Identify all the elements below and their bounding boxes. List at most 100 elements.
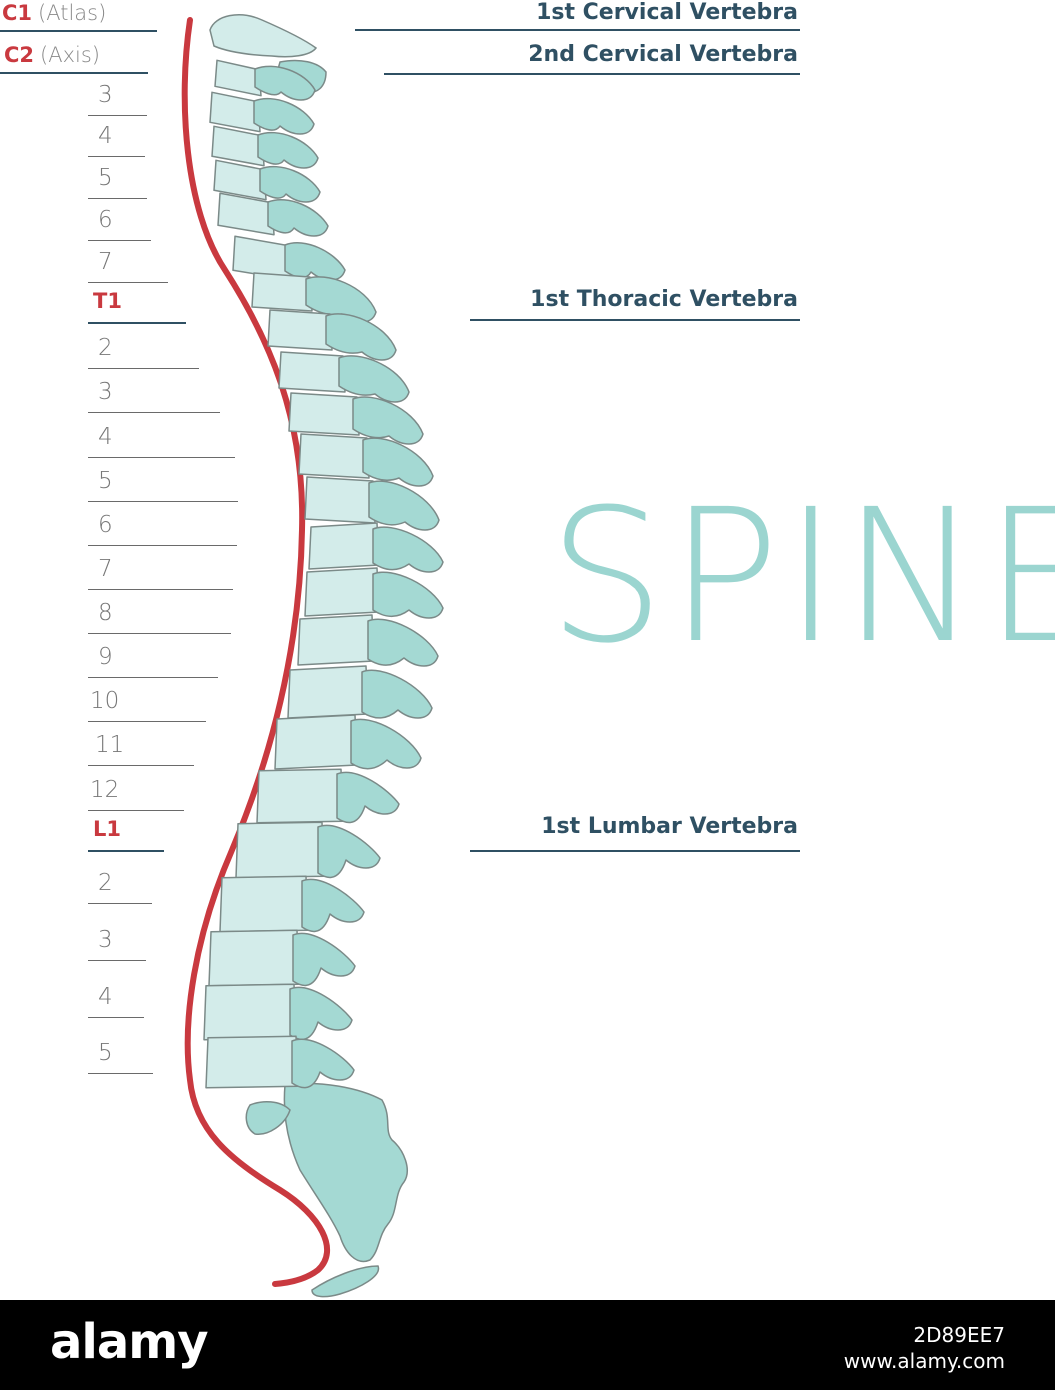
- vertebra-level-text: 4: [98, 984, 113, 1010]
- vertebra-level-label: 4: [98, 986, 113, 1009]
- image-id: 2D89EE7: [913, 1323, 1005, 1347]
- level-rule: [88, 282, 168, 283]
- level-rule: [88, 810, 184, 811]
- level-rule: [88, 412, 220, 413]
- level-rule: [88, 457, 235, 458]
- vertebra-level-text: L1: [93, 817, 121, 841]
- vertebral-body: [251, 272, 313, 312]
- vertebral-body: [203, 983, 297, 1041]
- vertebra-level-text: 10: [90, 688, 120, 714]
- spinous-process: [352, 396, 424, 445]
- vertebral-body: [288, 392, 360, 436]
- vertebra-level-label: 9: [98, 646, 113, 669]
- level-rule: [88, 765, 194, 766]
- vertebral-body: [256, 768, 344, 824]
- vertebra-level-text: 12: [90, 777, 120, 803]
- spinous-process: [367, 618, 439, 667]
- spinous-process: [361, 669, 433, 719]
- vertebra-level-label: 2: [98, 337, 113, 360]
- vertebra-level-text: 5: [98, 165, 113, 191]
- spinous-process: [291, 1038, 355, 1089]
- level-rule: [0, 30, 157, 32]
- vertebra-level-text: 6: [98, 512, 113, 538]
- vertebra-level-text: 3: [98, 82, 113, 108]
- vertebral-body: [298, 433, 370, 479]
- spinous-process: [292, 932, 356, 987]
- spinous-process: [254, 65, 316, 101]
- vertebral-body: [219, 875, 309, 933]
- level-rule: [88, 960, 146, 961]
- vertebral-body: [213, 159, 267, 201]
- spinous-process: [368, 480, 440, 531]
- spinous-process: [253, 97, 315, 135]
- level-rule: [88, 545, 237, 546]
- vertebra-level-label: C1(Atlas): [2, 3, 106, 24]
- vertebral-body: [274, 714, 358, 770]
- vertebra-level-label: 3: [98, 381, 113, 404]
- vertebra-level-label: T1: [93, 291, 122, 312]
- callout-rule: [470, 850, 800, 852]
- callout-rule: [384, 73, 800, 75]
- vertebra-level-text: C1: [2, 1, 33, 25]
- vertebral-body: [308, 522, 380, 570]
- watermark-footer: alamy 2D89EE7 www.alamy.com: [0, 1300, 1055, 1390]
- vertebra-level-text: 8: [98, 600, 113, 626]
- vertebra-level-label: 6: [98, 514, 113, 537]
- vertebral-body: [304, 567, 380, 617]
- vertebral-body: [267, 309, 333, 351]
- level-rule: [88, 1073, 153, 1074]
- level-rule: [88, 633, 231, 634]
- level-rule: [88, 589, 233, 590]
- vertebra-level-text: 7: [98, 556, 113, 582]
- level-rule: [88, 721, 206, 722]
- vertebra-level-text: 5: [98, 1040, 113, 1066]
- level-rule: [88, 240, 151, 241]
- vertebra-level-text: 4: [98, 123, 113, 149]
- vertebra-level-label: 5: [98, 470, 113, 493]
- sacrum: [283, 1082, 408, 1263]
- spinous-process: [325, 313, 397, 361]
- spinous-process: [317, 824, 381, 879]
- vertebra-level-label: 4: [98, 426, 113, 449]
- vertebra-level-text: T1: [93, 289, 122, 313]
- vertebra-level-label: 5: [98, 167, 113, 190]
- vertebral-body: [205, 1035, 299, 1089]
- level-rule: [88, 903, 152, 904]
- vertebral-body: [278, 351, 346, 393]
- coccyx: [311, 1265, 380, 1298]
- vertebra-alias: (Axis): [40, 43, 100, 67]
- vertebral-body: [235, 821, 325, 879]
- spinous-process: [362, 437, 434, 487]
- level-rule: [88, 677, 218, 678]
- level-rule: [88, 198, 147, 199]
- vertebral-body: [217, 192, 275, 236]
- vertebra-level-label: 4: [98, 125, 113, 148]
- vertebra-alias: (Atlas): [38, 1, 107, 25]
- vertebra-level-text: 6: [98, 207, 113, 233]
- vertebral-body: [287, 665, 369, 719]
- level-rule: [0, 72, 148, 74]
- level-rule: [88, 1017, 144, 1018]
- spinous-process: [289, 986, 353, 1041]
- spinous-process: [372, 526, 444, 573]
- vertebra-level-label: 7: [98, 251, 113, 274]
- vertebra-level-label: 3: [98, 929, 113, 952]
- level-rule: [88, 850, 164, 852]
- vertebra-level-text: 4: [98, 424, 113, 450]
- site-url: www.alamy.com: [843, 1349, 1005, 1373]
- level-rule: [88, 115, 147, 116]
- spinous-process: [284, 242, 346, 281]
- vertebra-level-label: 8: [98, 602, 113, 625]
- level-rule: [88, 501, 238, 502]
- callout-label: 1st Thoracic Vertebra: [530, 287, 798, 312]
- vertebra-level-label: 12: [90, 779, 119, 802]
- vertebra-level-label: 5: [98, 1042, 113, 1065]
- spinous-process: [338, 355, 410, 403]
- level-rule: [88, 368, 199, 369]
- vertebral-body: [209, 91, 261, 133]
- spinous-process: [336, 771, 400, 824]
- vertebra-level-label: 10: [90, 690, 119, 713]
- vertebra-level-text: 3: [98, 927, 113, 953]
- brand-logo: alamy: [50, 1314, 209, 1370]
